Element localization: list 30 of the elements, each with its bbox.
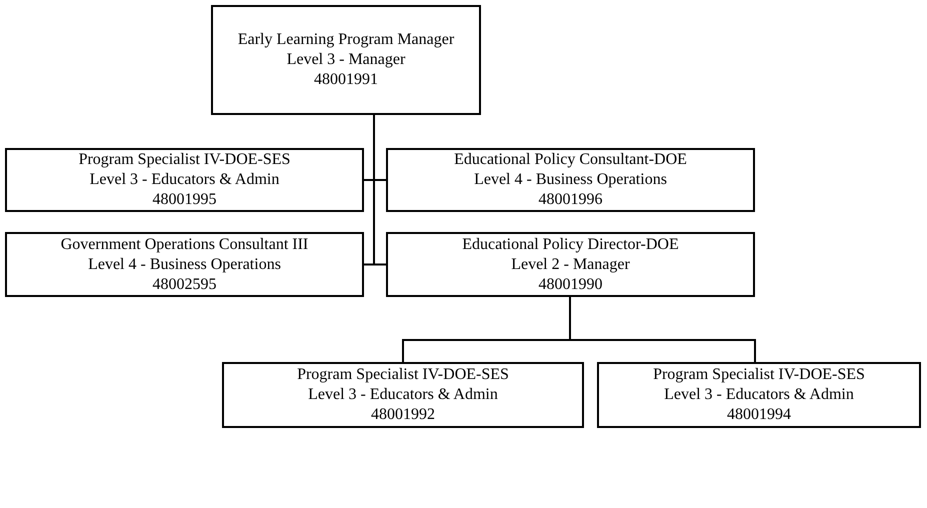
position-level: Level 3 - Manager — [286, 50, 406, 70]
position-title: Educational Policy Consultant-DOE — [454, 150, 687, 170]
position-title: Early Learning Program Manager — [238, 30, 454, 50]
position-level: Level 3 - Educators & Admin — [308, 385, 498, 405]
position-box — [5, 232, 364, 297]
position-title: Program Specialist IV-DOE-SES — [78, 150, 290, 170]
position-number: 48001996 — [538, 190, 602, 210]
position-number: 48001994 — [727, 405, 791, 425]
position-box — [211, 5, 481, 115]
position-title: Program Specialist IV-DOE-SES — [297, 365, 509, 385]
position-number: 48001995 — [152, 190, 216, 210]
position-level: Level 4 - Business Operations — [88, 254, 281, 274]
position-title: Educational Policy Director-DOE — [462, 234, 679, 254]
position-box — [597, 362, 921, 428]
position-box — [386, 148, 755, 212]
position-number: 48001991 — [314, 70, 378, 90]
position-box — [386, 232, 755, 297]
position-level: Level 3 - Educators & Admin — [90, 170, 280, 190]
connector-line — [569, 297, 756, 362]
position-number: 48001990 — [538, 274, 602, 294]
position-title: Government Operations Consultant III — [60, 234, 308, 254]
position-level: Level 2 - Manager — [511, 254, 630, 274]
position-number: 48001992 — [371, 405, 435, 425]
position-level: Level 4 - Business Operations — [474, 170, 667, 190]
position-box — [5, 148, 364, 212]
position-number: 48002595 — [152, 274, 216, 294]
position-title: Program Specialist IV-DOE-SES — [653, 365, 865, 385]
position-box — [222, 362, 584, 428]
position-level: Level 3 - Educators & Admin — [664, 385, 854, 405]
connector-line — [373, 115, 386, 266]
